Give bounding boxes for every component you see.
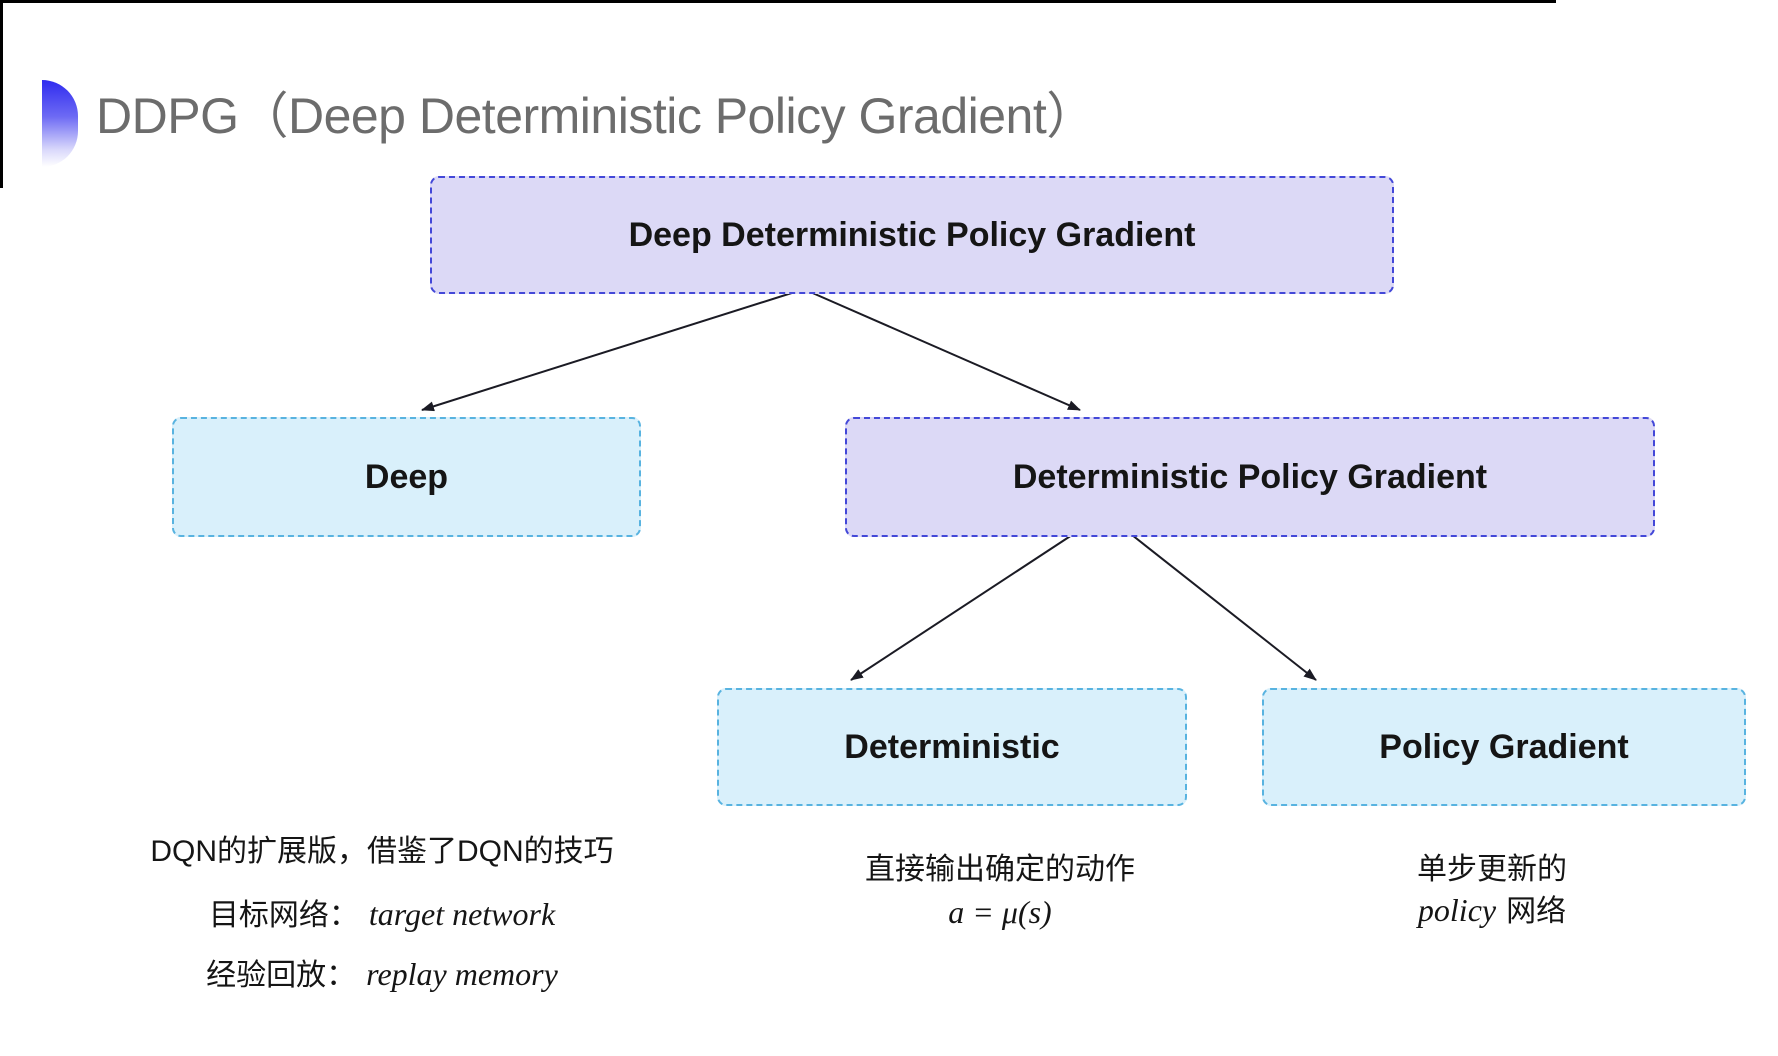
- node-label: Deterministic Policy Gradient: [1012, 457, 1488, 496]
- node-policy-gradient: Policy Gradient: [1262, 688, 1746, 806]
- slide-title: DDPG（Deep Deterministic Policy Gradient）: [96, 88, 1096, 144]
- note-deterministic-summary: 直接输出确定的动作: [865, 853, 1135, 886]
- note-deterministic: 直接输出确定的动作 a = μ(s): [758, 850, 1242, 932]
- arrow-root-to-dpg: [807, 290, 1081, 411]
- arrow-root-to-deep: [421, 290, 799, 412]
- node-deterministic-policy-gradient: Deterministic Policy Gradient: [845, 417, 1655, 537]
- note-target-label: 目标网络：: [208, 899, 359, 932]
- note-policy-network: policy 网络: [1250, 890, 1734, 932]
- title-bullet-icon: [42, 80, 78, 167]
- node-deep-deterministic-policy-gradient: Deep Deterministic Policy Gradient: [430, 176, 1394, 294]
- note-replay-value: replay memory: [366, 956, 558, 992]
- note-policy-word: policy: [1417, 892, 1497, 928]
- note-target-network: 目标网络： target network: [118, 894, 646, 936]
- node-label: Deterministic: [844, 727, 1060, 766]
- note-policy-gradient-summary: 单步更新的: [1417, 853, 1567, 886]
- note-network-word: 网络: [1506, 895, 1567, 928]
- arrow-dpg-to-policy-gradient: [1131, 534, 1317, 681]
- note-target-value: target network: [368, 896, 556, 932]
- node-label: Deep Deterministic Policy Gradient: [628, 215, 1196, 254]
- note-deep: DQN的扩展版，借鉴了DQN的技巧 目标网络： target network 经验…: [118, 832, 646, 996]
- video-edge-left: [0, 0, 3, 188]
- node-label: Deep: [364, 457, 449, 496]
- video-edge-top: [0, 0, 1556, 3]
- note-deterministic-formula: a = μ(s): [948, 894, 1052, 930]
- node-deterministic: Deterministic: [717, 688, 1187, 806]
- node-deep: Deep: [172, 417, 641, 537]
- note-replay-memory: 经验回放： replay memory: [118, 954, 646, 996]
- node-label: Policy Gradient: [1379, 727, 1629, 766]
- arrow-dpg-to-deterministic: [850, 534, 1073, 681]
- note-policy-gradient: 单步更新的 policy 网络: [1250, 850, 1734, 932]
- note-replay-label: 经验回放：: [206, 959, 357, 992]
- note-deep-summary: DQN的扩展版，借鉴了DQN的技巧: [150, 835, 614, 868]
